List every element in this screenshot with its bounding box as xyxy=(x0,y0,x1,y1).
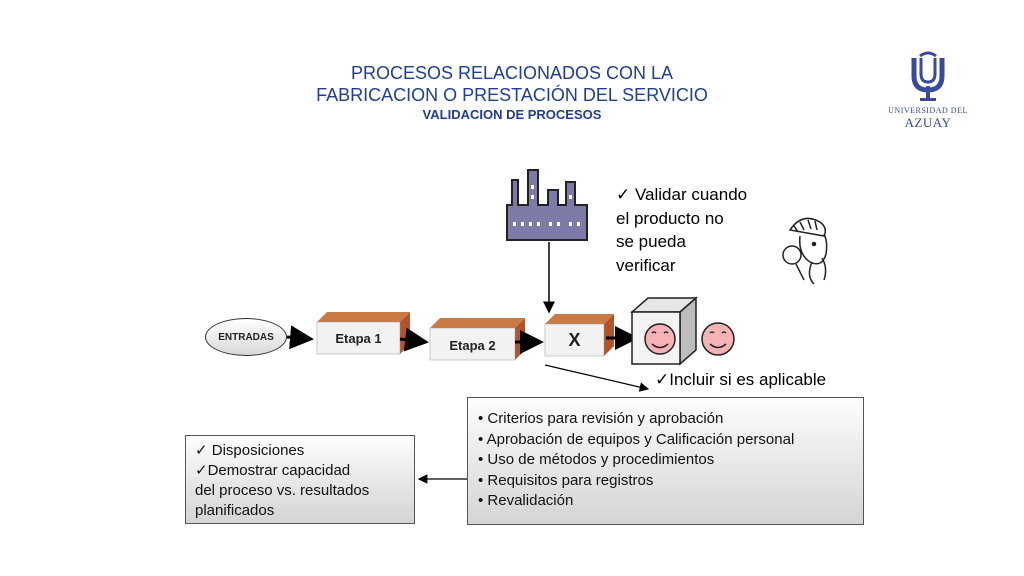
arrow-x-to-incluir xyxy=(544,364,650,392)
logo-emblem-icon xyxy=(911,51,945,101)
stage-label-x: X xyxy=(568,330,581,350)
criteria-box: • Criterios para revisión y aprobación •… xyxy=(467,397,864,525)
entradas-label: ENTRADAS xyxy=(218,331,274,343)
logo-text-line-2: AZUAY xyxy=(904,115,952,130)
entradas-node: ENTRADAS xyxy=(205,318,287,356)
incluir-note: ✓Incluir si es aplicable xyxy=(655,370,827,389)
validate-note: ✓ Validar cuando el producto no se pueda… xyxy=(616,183,766,277)
criteria-item-5: • Revalidación xyxy=(478,492,574,509)
validate-line-2: el producto no xyxy=(616,208,724,228)
criteria-item-4: • Requisitos para registros xyxy=(478,471,654,489)
title-line-1: PROCESOS RELACIONADOS CON LA xyxy=(350,63,674,83)
page-title: PROCESOS RELACIONADOS CON LA FABRICACION… xyxy=(250,62,774,122)
stage-etapa-2 xyxy=(429,318,525,361)
university-logo: UNIVERSIDAD DEL AZUAY xyxy=(884,50,972,134)
validate-line-3: se pueda xyxy=(616,232,686,251)
disposiciones-line-3: del proceso vs. resultados xyxy=(195,482,370,499)
smiley-face-icon xyxy=(644,323,676,355)
validate-line-4: verificar xyxy=(616,255,676,275)
stage-label-etapa-1: Etapa 1 xyxy=(335,331,382,346)
criteria-item-1: • Criterios para revisión y aprobación xyxy=(478,410,724,427)
disposiciones-line-1: ✓ Disposiciones xyxy=(195,442,305,459)
subtitle: VALIDACION DE PROCESOS xyxy=(422,107,602,122)
disposiciones-box: ✓ Disposiciones ✓Demostrar capacidad del… xyxy=(185,435,415,524)
disposiciones-line-4: planificados xyxy=(195,502,275,519)
factory-icon xyxy=(506,169,588,241)
criteria-item-2: • Aprobación de equipos y Calificación p… xyxy=(478,430,795,448)
detective-icon xyxy=(782,217,828,285)
arrow-etapa1-to-etapa2 xyxy=(399,327,429,352)
title-line-2: FABRICACION O PRESTACIÓN DEL SERVICIO xyxy=(316,85,708,105)
stage-etapa-1 xyxy=(316,312,410,355)
stage-x xyxy=(544,314,614,357)
validate-line-1: ✓ Validar cuando xyxy=(616,185,748,204)
logo-text-line-1: UNIVERSIDAD DEL xyxy=(888,106,968,115)
stage-label-etapa-2: Etapa 2 xyxy=(449,338,496,353)
smiley-face-icon-2 xyxy=(701,322,735,356)
arrow-entradas-to-etapa1 xyxy=(286,325,314,350)
criteria-item-3: • Uso de métodos y procedimientos xyxy=(478,451,715,468)
disposiciones-line-2: ✓Demostrar capacidad xyxy=(195,462,351,479)
